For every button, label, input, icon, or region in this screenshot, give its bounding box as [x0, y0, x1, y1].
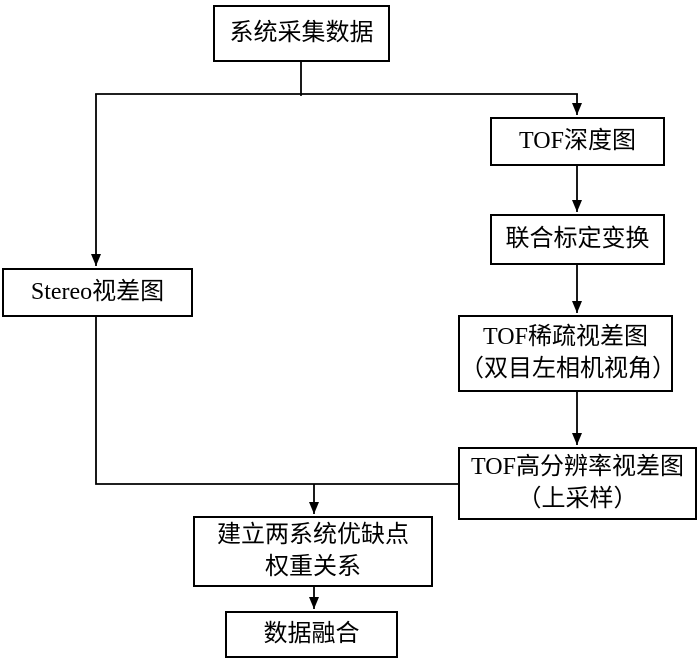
node-tof-sparse-disparity-map: TOF稀疏视差图 （双目左相机视角）	[458, 315, 676, 392]
edge-stereo-highres-bus	[95, 315, 460, 485]
node-joint-calibration-transform: 联合标定变换	[490, 214, 665, 265]
node-stereo-disparity-map: Stereo视差图	[2, 268, 193, 317]
node-tof-depth-map: TOF深度图	[490, 117, 665, 166]
node-weight-relationship: 建立两系统优缺点 权重关系	[193, 516, 433, 587]
node-data-fusion: 数据融合	[225, 611, 398, 658]
node-system-data-collection: 系统采集数据	[213, 5, 390, 62]
node-tof-highres-disparity-map: TOF高分辨率视差图 （上采样）	[458, 447, 697, 520]
